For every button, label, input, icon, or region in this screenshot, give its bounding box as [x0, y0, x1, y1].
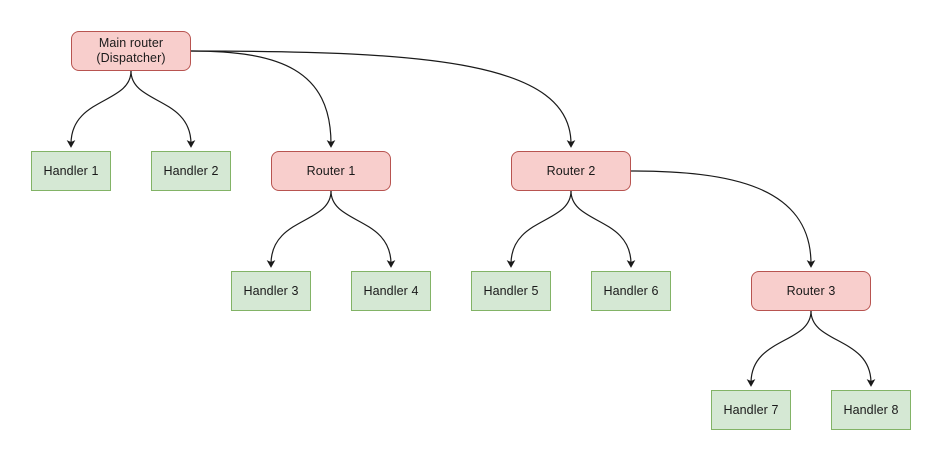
edge-main-router-to-router-2: [190, 50, 576, 148]
node-label: Handler 8: [843, 402, 899, 417]
node-router-2[interactable]: Router 2: [511, 151, 631, 191]
node-router-3[interactable]: Router 3: [751, 271, 871, 311]
node-handler-8[interactable]: Handler 8: [831, 390, 911, 430]
edge-router-2-to-handler-6: [570, 190, 636, 268]
node-main-router[interactable]: Main router (Dispatcher): [71, 31, 191, 71]
edge-main-router-to-router-1: [190, 50, 336, 148]
edge-router-2-to-router-3: [630, 170, 816, 268]
node-handler-7[interactable]: Handler 7: [711, 390, 791, 430]
node-handler-5[interactable]: Handler 5: [471, 271, 551, 311]
node-label: Handler 3: [243, 283, 299, 298]
node-router-1[interactable]: Router 1: [271, 151, 391, 191]
node-handler-2[interactable]: Handler 2: [151, 151, 231, 191]
node-label: Main router (Dispatcher): [96, 36, 166, 65]
node-label: Router 1: [306, 163, 356, 178]
node-handler-6[interactable]: Handler 6: [591, 271, 671, 311]
node-label: Handler 6: [603, 283, 659, 298]
node-label: Router 2: [546, 163, 596, 178]
edge-main-router-to-handler-2: [130, 70, 196, 148]
node-handler-3[interactable]: Handler 3: [231, 271, 311, 311]
node-handler-1[interactable]: Handler 1: [31, 151, 111, 191]
node-label: Handler 7: [723, 402, 779, 417]
edge-router-3-to-handler-7: [746, 310, 812, 387]
edge-router-3-to-handler-8: [810, 310, 876, 387]
node-label: Handler 1: [43, 163, 99, 178]
node-label: Router 3: [786, 283, 836, 298]
node-label: Handler 2: [163, 163, 219, 178]
edge-router-2-to-handler-5: [506, 190, 572, 268]
node-handler-4[interactable]: Handler 4: [351, 271, 431, 311]
edge-router-1-to-handler-3: [266, 190, 332, 268]
edge-main-router-to-handler-1: [66, 70, 132, 148]
node-label: Handler 5: [483, 283, 539, 298]
node-label: Handler 4: [363, 283, 419, 298]
edge-router-1-to-handler-4: [330, 190, 396, 268]
